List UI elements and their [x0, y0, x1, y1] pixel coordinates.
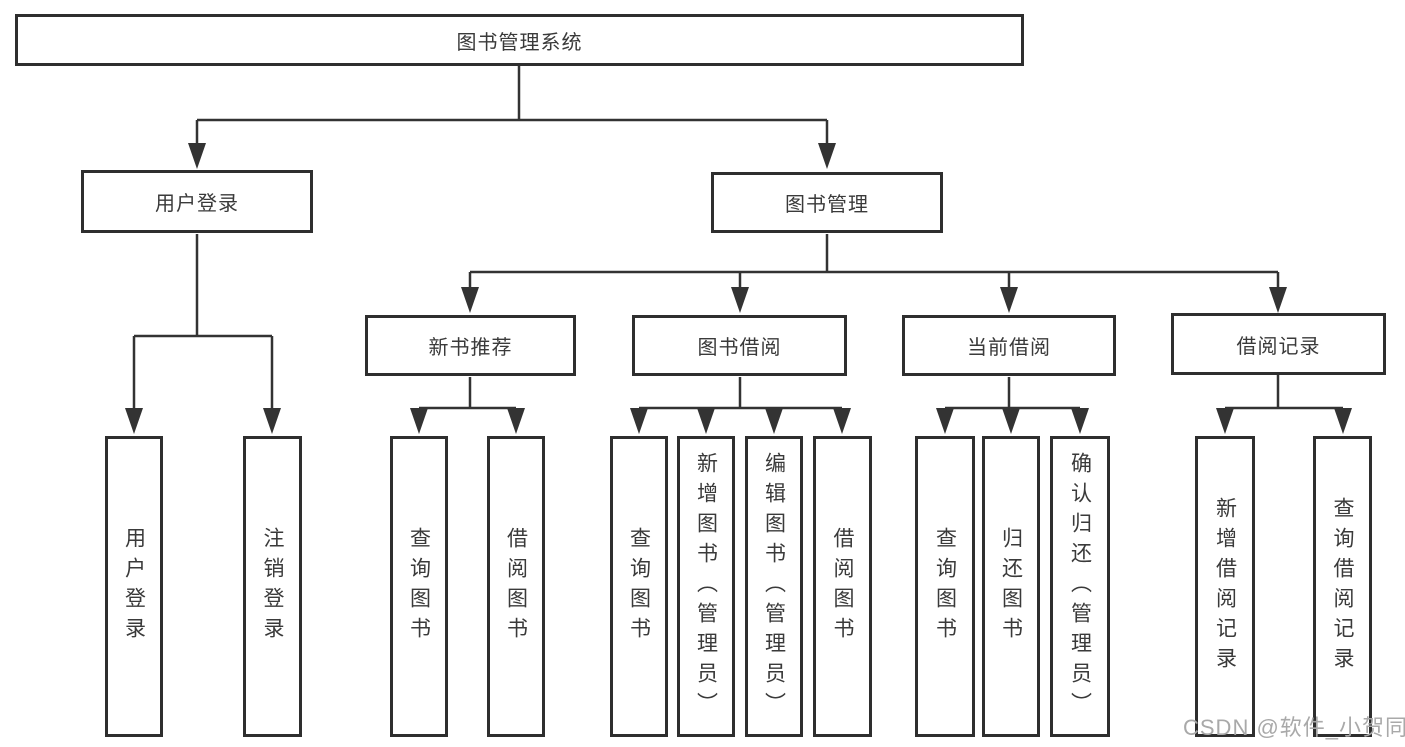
arrow-down-icon	[1002, 408, 1020, 434]
node-label: 图书管理	[785, 194, 869, 216]
node-label: 归还图书	[999, 526, 1023, 647]
node-label: 确认归还（管理员）	[1068, 451, 1092, 722]
node-label: 图书管理系统	[456, 31, 583, 54]
leaf-edit-books-admin: 编辑图书（管理员）	[745, 436, 803, 737]
arrow-down-icon	[731, 287, 749, 313]
node-label: 新增图书（管理员）	[694, 451, 718, 722]
node-label: 新书推荐	[428, 337, 513, 359]
node-label: 借阅图书	[831, 526, 854, 647]
leaf-add-books-admin: 新增图书（管理员）	[677, 436, 735, 737]
node-user-login: 用户登录	[81, 170, 313, 233]
arrow-down-icon	[1269, 287, 1287, 313]
leaf-borrow-books-1: 借阅图书	[487, 436, 545, 737]
node-new-book-recommendation: 新书推荐	[365, 315, 576, 376]
node-library-management-system: 图书管理系统	[15, 14, 1024, 66]
node-borrowing-records: 借阅记录	[1171, 313, 1386, 375]
node-label: 图书借阅	[697, 337, 782, 359]
arrow-down-icon	[188, 143, 206, 169]
arrow-down-icon	[765, 408, 783, 434]
arrow-down-icon	[833, 408, 851, 434]
arrow-down-icon	[1216, 408, 1234, 434]
node-label: 注销登录	[261, 526, 284, 647]
arrow-down-icon	[125, 408, 143, 434]
node-label: 用户登录	[122, 526, 146, 647]
leaf-query-books-1: 查询图书	[390, 436, 448, 737]
node-label: 查询图书	[627, 526, 651, 647]
arrow-down-icon	[1071, 408, 1089, 434]
node-book-borrowing: 图书借阅	[632, 315, 847, 376]
leaf-logout: 注销登录	[243, 436, 302, 737]
arrow-down-icon	[630, 408, 648, 434]
leaf-query-books-3: 查询图书	[915, 436, 975, 737]
leaf-add-borrow-record: 新增借阅记录	[1195, 436, 1255, 737]
node-current-borrowing: 当前借阅	[902, 315, 1116, 376]
arrow-down-icon	[507, 408, 525, 434]
node-label: 查询图书	[407, 526, 431, 647]
node-label: 借阅图书	[504, 526, 528, 647]
arrow-down-icon	[697, 408, 715, 434]
node-book-management: 图书管理	[711, 172, 943, 233]
leaf-user-login: 用户登录	[105, 436, 163, 737]
leaf-query-books-2: 查询图书	[610, 436, 668, 737]
leaf-query-borrow-record: 查询借阅记录	[1313, 436, 1372, 737]
node-label: 借阅记录	[1236, 335, 1321, 358]
node-label: 用户登录	[155, 193, 239, 215]
arrow-down-icon	[410, 408, 428, 434]
leaf-confirm-return-admin: 确认归还（管理员）	[1050, 436, 1110, 737]
arrow-down-icon	[461, 287, 479, 313]
node-label: 编辑图书（管理员）	[762, 451, 786, 722]
arrow-down-icon	[818, 143, 836, 169]
node-label: 当前借阅	[967, 337, 1051, 359]
arrow-down-icon	[263, 408, 281, 434]
csdn-watermark: CSDN @软件_小贺同学	[1183, 715, 1405, 740]
node-label: 新增借阅记录	[1213, 496, 1237, 677]
node-label: 查询图书	[933, 526, 957, 647]
arrowhead-icons	[125, 143, 1352, 434]
arrow-down-icon	[1334, 408, 1352, 434]
leaf-return-books: 归还图书	[982, 436, 1040, 737]
leaf-borrow-books-2: 借阅图书	[813, 436, 872, 737]
node-label: 查询借阅记录	[1331, 496, 1354, 677]
arrow-down-icon	[1000, 287, 1018, 313]
arrow-down-icon	[936, 408, 954, 434]
